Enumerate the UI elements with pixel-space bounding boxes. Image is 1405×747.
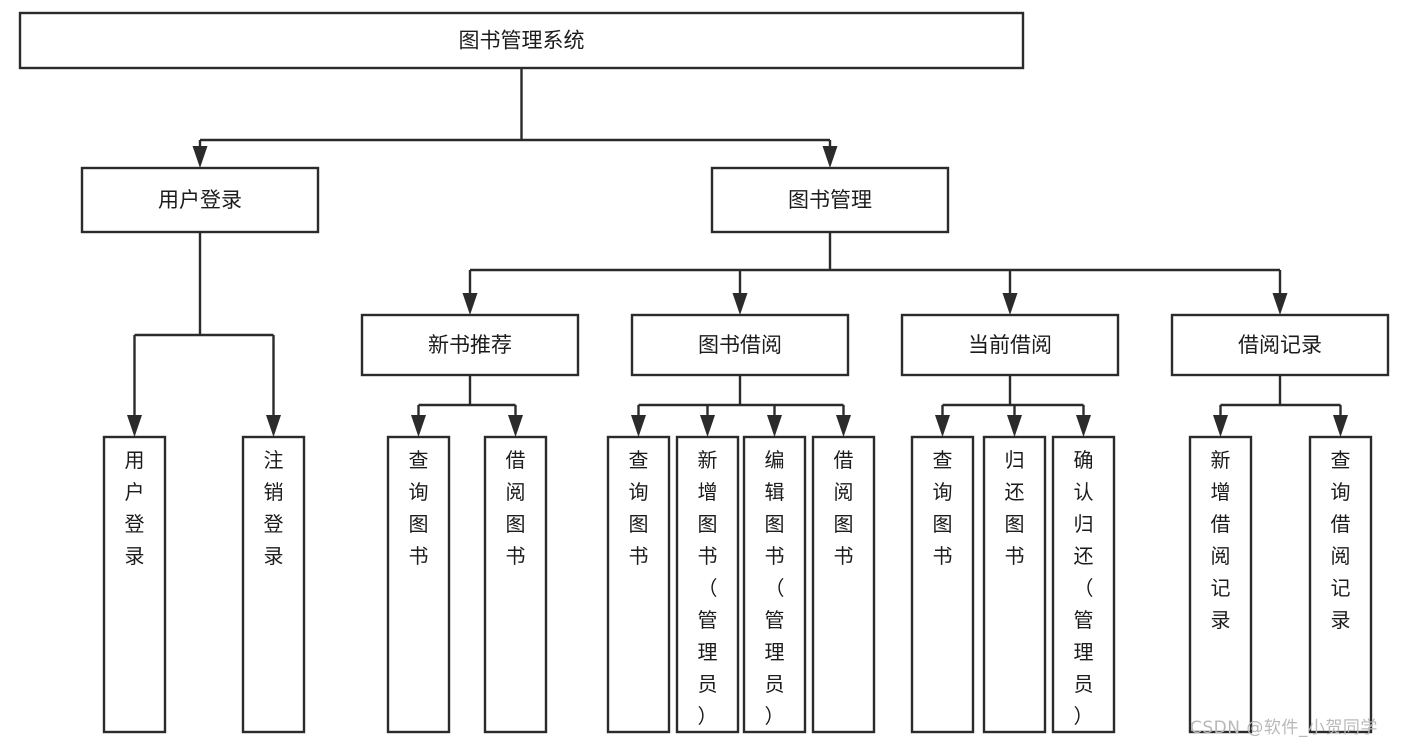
node-current-borrow-box[interactable] xyxy=(900,313,1120,377)
node-leaf-add-book-box[interactable] xyxy=(675,435,740,734)
node-leaf-edit-book[interactable]: 编辑图书（管理员） xyxy=(742,435,807,734)
node-leaf-edit-book-label: 编辑图书（管理员） xyxy=(765,448,785,728)
node-leaf-query-book-1[interactable]: 查询图书 xyxy=(386,435,451,734)
node-leaf-edit-book-box[interactable] xyxy=(742,435,807,734)
node-book-borrow[interactable]: 图书借阅 xyxy=(630,313,850,377)
node-new-book-recommend-box[interactable] xyxy=(360,313,580,377)
node-book-borrow-label: 图书借阅 xyxy=(698,333,782,357)
node-root-system[interactable]: 图书管理系统 xyxy=(18,11,1025,70)
node-leaf-add-book[interactable]: 新增图书（管理员） xyxy=(675,435,740,734)
connector-root-to-level1 xyxy=(192,68,838,168)
node-leaf-return-book[interactable]: 归还图书 xyxy=(982,435,1047,734)
node-leaf-logout-box[interactable] xyxy=(241,435,306,734)
connector-bookmanage-to-level2 xyxy=(462,232,1288,315)
node-leaf-borrow-book-1[interactable]: 借阅图书 xyxy=(483,435,548,734)
node-user-login-box[interactable] xyxy=(80,166,320,234)
node-current-borrow-label: 当前借阅 xyxy=(968,333,1052,357)
node-leaf-add-record-label: 新增借阅记录 xyxy=(1211,448,1231,632)
node-leaf-query-book-3-box[interactable] xyxy=(910,435,975,734)
connector-userlogin-to-leaves xyxy=(127,232,281,437)
connector-record-to-leaves xyxy=(1213,375,1348,437)
node-borrow-record-box[interactable] xyxy=(1170,313,1390,377)
node-leaf-query-book-3[interactable]: 查询图书 xyxy=(910,435,975,734)
node-book-manage-label: 图书管理 xyxy=(788,188,872,212)
node-leaf-query-book-2-box[interactable] xyxy=(606,435,671,734)
node-leaf-borrow-book-2[interactable]: 借阅图书 xyxy=(811,435,876,734)
node-new-book-recommend[interactable]: 新书推荐 xyxy=(360,313,580,377)
node-leaf-confirm-return[interactable]: 确认归还（管理员） xyxy=(1051,435,1116,734)
node-book-manage-box[interactable] xyxy=(710,166,950,234)
node-leaf-logout[interactable]: 注销登录 xyxy=(241,435,306,734)
node-leaf-query-book-2[interactable]: 查询图书 xyxy=(606,435,671,734)
node-leaf-logout-label: 注销登录 xyxy=(264,448,284,568)
node-leaf-user-login-box[interactable] xyxy=(102,435,167,734)
node-user-login[interactable]: 用户登录 xyxy=(80,166,320,234)
connector-borrow-to-leaves xyxy=(631,375,851,437)
node-borrow-record-label: 借阅记录 xyxy=(1238,333,1322,357)
node-leaf-user-login[interactable]: 用户登录 xyxy=(102,435,167,734)
node-root-system-box[interactable] xyxy=(18,11,1025,70)
node-leaf-add-record[interactable]: 新增借阅记录 xyxy=(1188,435,1253,734)
node-leaf-query-book-2-label: 查询图书 xyxy=(629,448,649,568)
node-new-book-recommend-label: 新书推荐 xyxy=(428,333,512,357)
node-leaf-user-login-label: 用户登录 xyxy=(125,448,145,568)
node-leaf-query-record[interactable]: 查询借阅记录 xyxy=(1308,435,1373,734)
node-leaf-add-record-box[interactable] xyxy=(1188,435,1253,734)
node-leaf-return-book-label: 归还图书 xyxy=(1005,448,1025,568)
connector-current-to-leaves xyxy=(935,375,1091,437)
connector-recommend-to-leaves xyxy=(411,375,523,437)
node-leaf-query-record-box[interactable] xyxy=(1308,435,1373,734)
node-book-manage[interactable]: 图书管理 xyxy=(710,166,950,234)
node-leaf-query-book-1-box[interactable] xyxy=(386,435,451,734)
node-leaf-borrow-book-2-box[interactable] xyxy=(811,435,876,734)
node-user-login-label: 用户登录 xyxy=(158,188,242,212)
node-leaf-borrow-book-1-box[interactable] xyxy=(483,435,548,734)
node-leaf-borrow-book-2-label: 借阅图书 xyxy=(834,448,854,568)
node-root-system-label: 图书管理系统 xyxy=(459,29,585,53)
node-leaf-query-book-3-label: 查询图书 xyxy=(933,448,953,568)
node-book-borrow-box[interactable] xyxy=(630,313,850,377)
node-leaf-add-book-label: 新增图书（管理员） xyxy=(698,448,718,728)
node-leaf-confirm-return-label: 确认归还（管理员） xyxy=(1074,448,1094,728)
node-leaf-confirm-return-box[interactable] xyxy=(1051,435,1116,734)
node-leaf-query-record-label: 查询借阅记录 xyxy=(1331,448,1351,632)
node-current-borrow[interactable]: 当前借阅 xyxy=(900,313,1120,377)
node-leaf-borrow-book-1-label: 借阅图书 xyxy=(506,448,526,568)
node-leaf-return-book-box[interactable] xyxy=(982,435,1047,734)
node-borrow-record[interactable]: 借阅记录 xyxy=(1170,313,1390,377)
node-leaf-query-book-1-label: 查询图书 xyxy=(409,448,429,568)
